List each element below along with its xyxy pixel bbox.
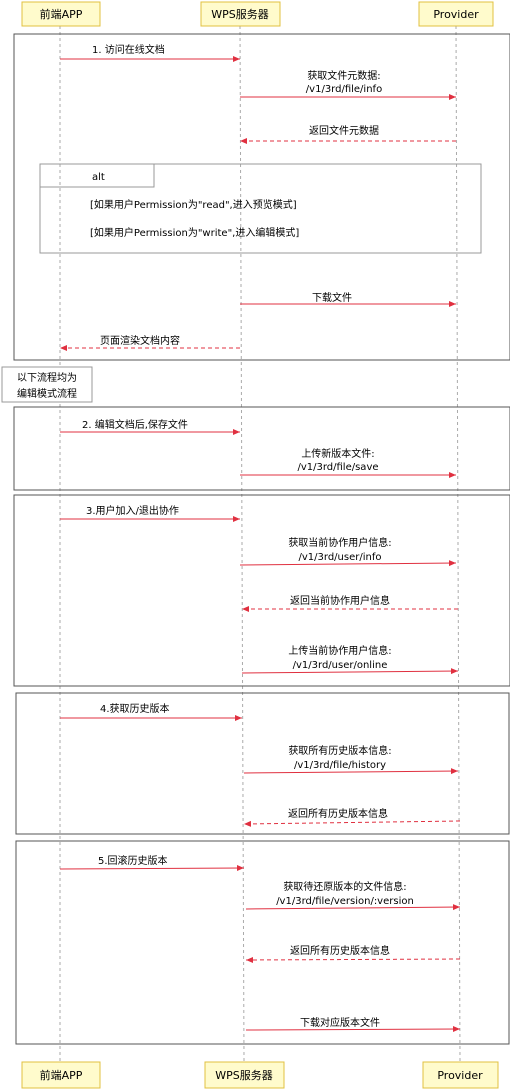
- messages: 1. 访问在线文档 获取文件元数据: /v1/3rd/file/info 返回文…: [59, 43, 461, 1033]
- note-line-1: 以下流程均为: [17, 371, 77, 384]
- frame-section-4: [15, 692, 510, 835]
- frame-section-1: [13, 33, 510, 361]
- frame-section-3: [13, 494, 510, 687]
- alt-fragment: alt [如果用户Permission为"read",进入预览模式] [如果用户…: [39, 163, 482, 254]
- label-m13-1: 获取所有历史版本信息:: [288, 744, 391, 757]
- label-m15: 5.回滚历史版本: [98, 854, 168, 867]
- frame-section-5: [15, 840, 510, 1045]
- label-m3: 返回文件元数据: [309, 124, 379, 137]
- actors-top: 前端APP WPS服务器 Provider: [21, 1, 494, 27]
- arrow-m17: [245, 956, 461, 963]
- label-m8: 3.用户加入/退出协作: [86, 504, 179, 517]
- note-edit-mode: 以下流程均为 编辑模式流程: [1, 366, 93, 403]
- arrow-m18: [245, 1026, 461, 1033]
- arrow-m16: [245, 904, 461, 911]
- note-line-2: 编辑模式流程: [17, 387, 77, 400]
- arrow-m15: [59, 865, 245, 872]
- label-m9-2: /v1/3rd/user/info: [299, 552, 382, 563]
- alt-condition-write: [如果用户Permission为"write",进入编辑模式]: [90, 226, 299, 239]
- actor-app-bottom-label: 前端APP: [40, 1068, 83, 1082]
- label-m18: 下载对应版本文件: [300, 1016, 380, 1029]
- actors-bottom: 前端APP WPS服务器 Provider: [21, 1061, 499, 1089]
- label-m2-2: /v1/3rd/file/info: [306, 84, 382, 95]
- actor-wps-bottom-label: WPS服务器: [215, 1069, 273, 1082]
- alt-label: alt: [92, 172, 105, 183]
- label-m9-1: 获取当前协作用户信息:: [288, 536, 391, 549]
- lifeline-provider: [455, 25, 461, 1063]
- alt-frame: [39, 163, 482, 254]
- actor-provider-top-label: Provider: [433, 8, 479, 21]
- label-m1: 1. 访问在线文档: [92, 43, 165, 56]
- label-m10: 返回当前协作用户信息: [290, 594, 390, 607]
- alt-condition-read: [如果用户Permission为"read",进入预览模式]: [90, 198, 297, 211]
- label-m11-1: 上传当前协作用户信息:: [288, 644, 391, 657]
- lifelines: [59, 25, 461, 1063]
- label-m6: 2. 编辑文档后,保存文件: [82, 418, 188, 431]
- arrow-m9: [239, 560, 457, 567]
- actor-wps-top-label: WPS服务器: [211, 8, 269, 21]
- lifeline-wps: [239, 25, 245, 1063]
- actor-app-top: [21, 1, 101, 27]
- frame-section-2: [13, 406, 510, 491]
- label-m16-1: 获取待还原版本的文件信息:: [283, 880, 406, 893]
- label-m13-2: /v1/3rd/file/history: [294, 760, 386, 771]
- arrow-m14: [243, 820, 461, 827]
- label-m11-2: /v1/3rd/user/online: [293, 660, 388, 671]
- label-m12: 4.获取历史版本: [100, 702, 170, 715]
- arrow-m11: [241, 668, 459, 675]
- label-m14: 返回所有历史版本信息: [288, 807, 388, 820]
- actor-provider-bottom: [422, 1061, 499, 1089]
- label-m2-1: 获取文件元数据:: [307, 69, 380, 82]
- note-box: [1, 366, 93, 403]
- label-m7-2: /v1/3rd/file/save: [297, 462, 378, 473]
- actor-app-top-label: 前端APP: [40, 7, 83, 21]
- label-m16-2: /v1/3rd/file/version/:version: [276, 896, 414, 907]
- label-m4: 下载文件: [312, 291, 352, 304]
- label-m7-1: 上传新版本文件:: [301, 447, 374, 460]
- actor-provider-top: [418, 1, 494, 27]
- alt-tab: [40, 164, 155, 188]
- arrow-m13: [243, 768, 459, 775]
- section-frames: [13, 33, 510, 1045]
- label-m5: 页面渲染文档内容: [100, 334, 180, 347]
- actor-provider-bottom-label: Provider: [437, 1069, 483, 1082]
- actor-app-bottom: [21, 1061, 101, 1089]
- actor-wps-bottom: [204, 1061, 285, 1089]
- actor-wps-top: [200, 1, 281, 27]
- label-m17: 返回所有历史版本信息: [290, 944, 390, 957]
